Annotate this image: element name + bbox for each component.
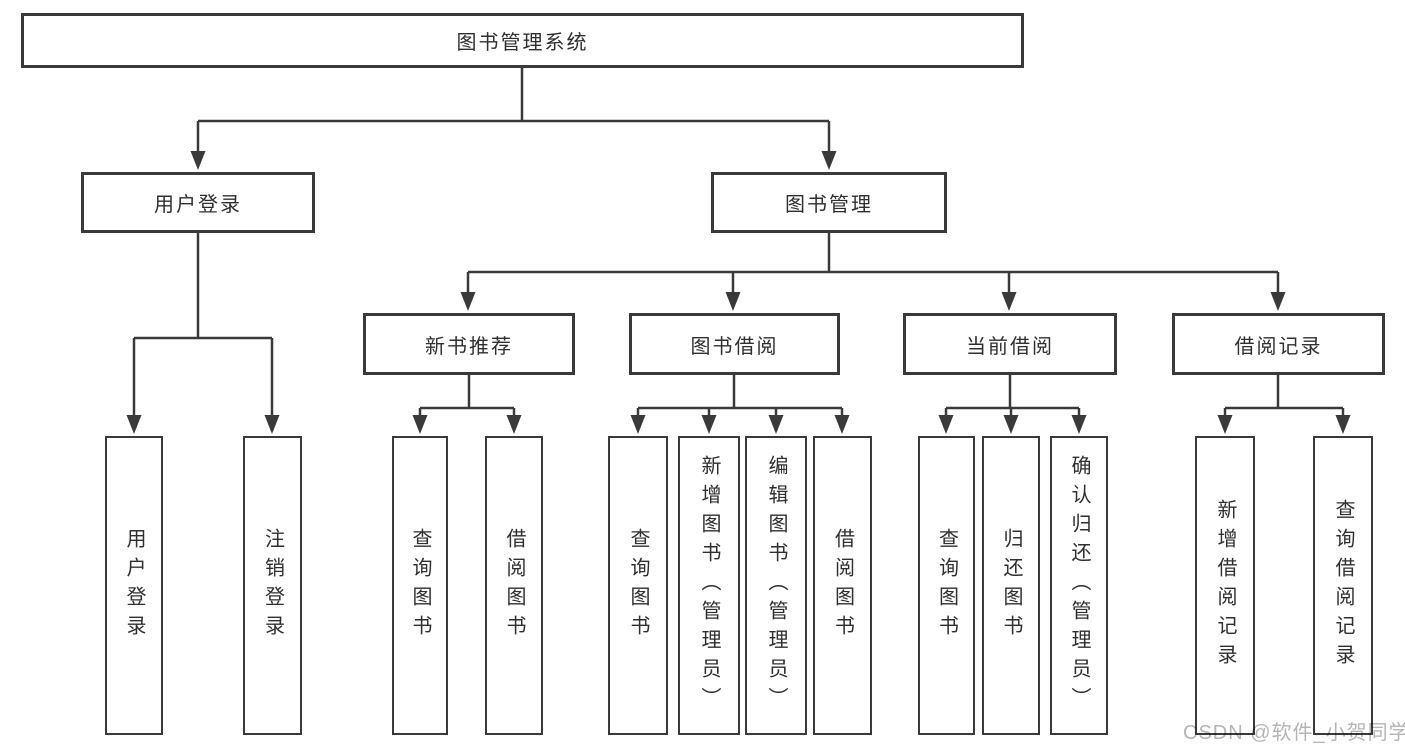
leaf-query-book: 查询图书 (608, 436, 668, 735)
leaf-logout: 注销登录 (243, 436, 302, 735)
leaf-label: 新增图书（管理员） (698, 455, 720, 716)
leaf-label: 借阅图书 (831, 527, 854, 644)
leaf-label: 新增借阅记录 (1214, 498, 1236, 673)
csdn-watermark: CSDN @软件_小贺同学 (1183, 722, 1405, 744)
leaf-label: 查询图书 (627, 527, 649, 644)
leaf-add-borrow-record: 新增借阅记录 (1195, 436, 1255, 735)
leaf-query-book: 查询图书 (918, 436, 975, 735)
node-label: 图书管理系统 (456, 32, 589, 54)
leaf-edit-book-admin: 编辑图书（管理员） (745, 436, 807, 735)
node-label: 当前借阅 (966, 335, 1054, 358)
leaf-borrow-book: 借阅图书 (813, 436, 872, 735)
leaf-label: 查询借阅记录 (1332, 498, 1354, 673)
leaf-add-book-admin: 新增图书（管理员） (678, 436, 740, 735)
node-current-borrow: 当前借阅 (903, 313, 1117, 375)
node-book-borrow: 图书借阅 (629, 313, 840, 375)
leaf-confirm-return-admin: 确认归还（管理员） (1050, 436, 1108, 735)
leaf-label: 确认归还（管理员） (1068, 455, 1090, 716)
leaf-label: 归还图书 (1000, 527, 1022, 644)
leaf-query-borrow-record: 查询借阅记录 (1313, 436, 1373, 735)
leaf-label: 查询图书 (935, 527, 958, 644)
node-book-management: 图书管理 (711, 172, 947, 233)
node-label: 用户登录 (154, 194, 242, 216)
node-new-book-recommend: 新书推荐 (363, 313, 575, 375)
node-label: 图书借阅 (690, 335, 779, 358)
leaf-label: 编辑图书（管理员） (765, 455, 787, 716)
leaf-label: 用户登录 (123, 527, 145, 644)
leaf-borrow-book: 借阅图书 (485, 436, 543, 735)
node-label: 图书管理 (785, 194, 873, 216)
node-label: 新书推荐 (425, 335, 513, 358)
leaf-user-login: 用户登录 (105, 436, 163, 735)
leaf-label: 借阅图书 (503, 527, 525, 644)
node-root-system: 图书管理系统 (21, 13, 1024, 68)
node-label: 借阅记录 (1234, 335, 1323, 358)
leaf-label: 查询图书 (409, 527, 431, 644)
node-user-login: 用户登录 (81, 172, 315, 233)
leaf-label: 注销登录 (261, 527, 284, 644)
leaf-return-book: 归还图书 (982, 436, 1040, 735)
node-borrow-records: 借阅记录 (1172, 313, 1385, 375)
leaf-query-book: 查询图书 (392, 436, 448, 735)
